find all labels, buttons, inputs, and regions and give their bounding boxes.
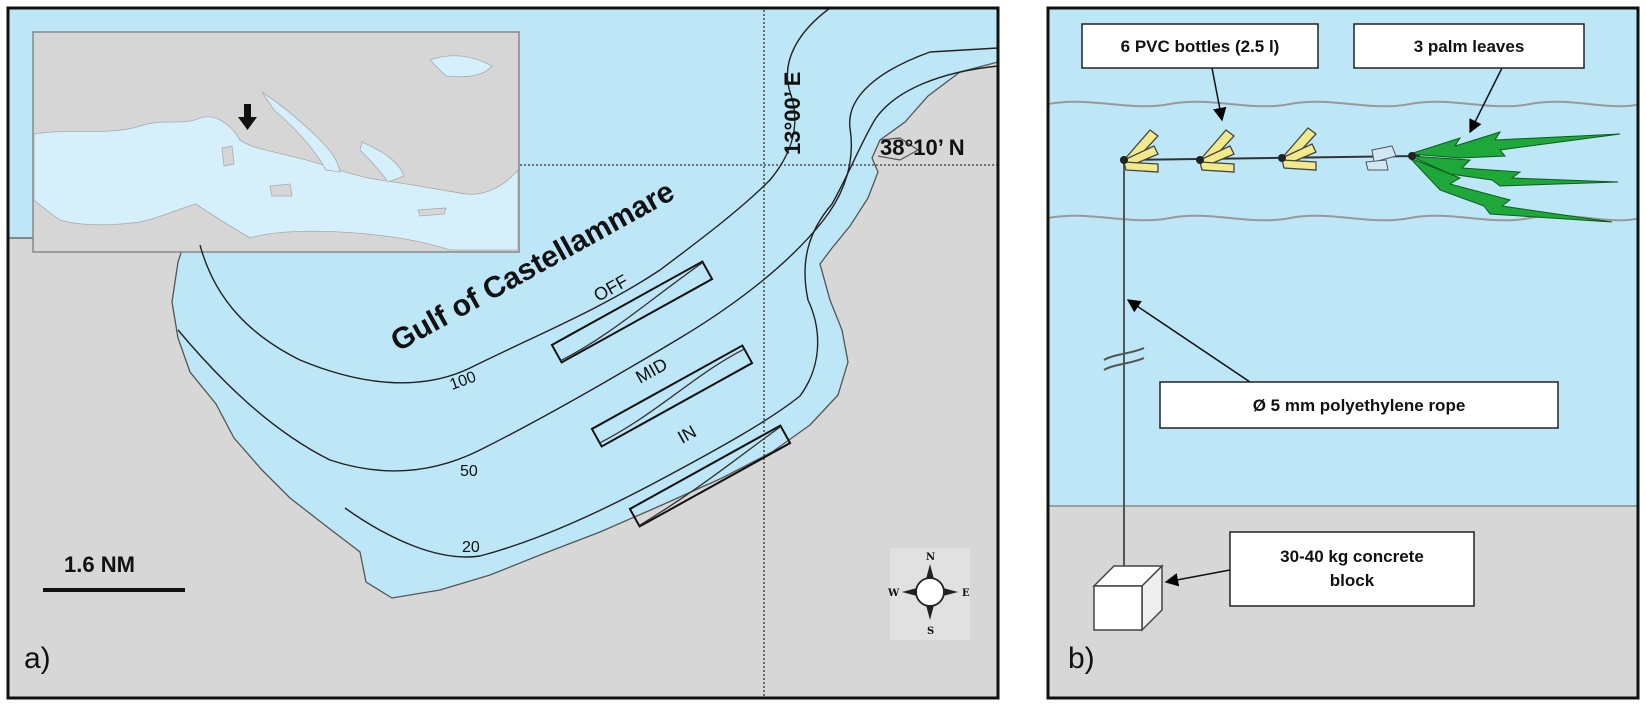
callout-palm-text: 3 palm leaves <box>1414 37 1525 56</box>
panel-a-frame <box>6 6 1000 700</box>
arrow-down-icon <box>238 104 257 130</box>
isobath-20-label: 20 <box>462 539 480 556</box>
palm-leaves-bundle <box>1365 131 1621 223</box>
latitude-label: 38°10’ N <box>880 135 965 160</box>
pvc-bottle-cluster <box>1120 129 1159 173</box>
longitude-label: 13°00’ E <box>780 72 805 155</box>
pvc-bottle-cluster <box>1278 127 1317 171</box>
callout-bottles: 6 PVC bottles (2.5 l) <box>1081 23 1319 69</box>
transect-in-box <box>628 424 792 528</box>
callout-block-text-line1: 30-40 kg concrete <box>1280 547 1424 566</box>
callout-block-text-line2: block <box>1330 571 1375 590</box>
isobath-50-line <box>177 47 998 472</box>
scale-bar <box>43 588 185 592</box>
isobath-50-label: 50 <box>460 463 478 480</box>
compass-rose: N S E W <box>887 548 970 640</box>
panel-b-frame <box>1046 6 1640 700</box>
water-column <box>1048 8 1638 506</box>
isobath-20-line <box>344 65 998 558</box>
pvc-bottle-cluster <box>1196 129 1235 173</box>
transect-mid-box <box>590 344 754 448</box>
compass-south-label: S <box>927 626 934 637</box>
callout-palm: 3 palm leaves <box>1353 23 1585 69</box>
callout-block: 30-40 kg concrete block <box>1229 531 1475 607</box>
isobath-100-line <box>199 8 831 384</box>
panel-a-map: Gulf of Castellammare OFF MID IN 100 50 … <box>6 6 1000 700</box>
leader-arrow-palm <box>1469 67 1503 134</box>
leader-arrow-rope <box>1126 299 1251 383</box>
callout-bottles-text: 6 PVC bottles (2.5 l) <box>1121 37 1280 56</box>
inset-sea <box>33 116 519 251</box>
concrete-block <box>1092 564 1164 632</box>
scale-bar-label: 1.6 NM <box>64 552 135 577</box>
compass-west-label: W <box>887 588 900 599</box>
leader-arrow-block <box>1164 569 1231 587</box>
callout-rope: Ø 5 mm polyethylene rope <box>1159 381 1559 429</box>
transect-off-box <box>550 260 714 364</box>
compass-east-label: E <box>962 588 970 599</box>
coast-detail <box>877 137 920 161</box>
panel-a-label: a) <box>24 642 51 675</box>
inset-map <box>32 31 520 253</box>
panel-b-label: b) <box>1068 642 1095 675</box>
wave-line-upper <box>1048 100 1638 108</box>
callout-rope-text: Ø 5 mm polyethylene rope <box>1253 396 1466 415</box>
panel-b-fad-diagram: 6 PVC bottles (2.5 l) 3 palm leaves Ø 5 … <box>1046 6 1640 700</box>
surface-rope <box>1119 155 1421 161</box>
leader-arrow-bottles <box>1211 67 1227 122</box>
rope-break-mark <box>1103 347 1145 371</box>
compass-north-label: N <box>926 552 935 563</box>
